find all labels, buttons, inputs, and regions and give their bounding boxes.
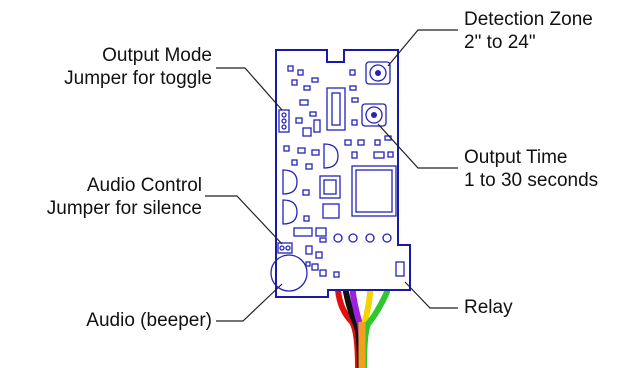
output-time-potentiometer — [361, 103, 387, 127]
label-relay-line1: Relay — [464, 297, 513, 318]
label-audio-control-line2: Jumper for silence — [46, 198, 202, 219]
beeper — [270, 254, 308, 292]
callout-detection-zone — [387, 29, 458, 67]
callout-relay — [404, 281, 458, 309]
wire-bundle — [335, 238, 390, 368]
detection-zone-potentiometer — [365, 61, 391, 85]
callout-audio — [216, 283, 283, 322]
label-output-time-line1: Output Time — [464, 147, 568, 168]
label-detection-zone-line2: 2" to 24" — [464, 32, 536, 53]
audio-control-jumper — [277, 242, 293, 254]
pcb-board-outline — [275, 49, 411, 298]
label-output-time: Output Time 1 to 30 seconds — [464, 146, 598, 192]
callout-output-mode — [216, 67, 283, 111]
relay-module — [351, 165, 397, 217]
label-audio-beeper: Audio (beeper) — [40, 309, 212, 332]
transistors — [282, 143, 339, 225]
label-audio-control-line1: Audio Control — [86, 175, 202, 196]
ic-chip-small — [319, 175, 341, 199]
label-audio-control: Audio Control Jumper for silence — [20, 174, 202, 220]
callout-lines — [205, 29, 458, 322]
output-mode-jumper — [278, 109, 290, 133]
label-output-mode: Output Mode Jumper for toggle — [40, 44, 212, 90]
label-audio-line1: Audio (beeper) — [86, 310, 212, 331]
callout-audio-control — [205, 195, 283, 245]
ic-chip-top — [326, 87, 346, 131]
label-relay: Relay — [464, 296, 513, 319]
label-detection-zone-line1: Detection Zone — [464, 9, 593, 30]
label-output-mode-line2: Jumper for toggle — [64, 68, 212, 89]
label-output-mode-line1: Output Mode — [102, 45, 212, 66]
label-detection-zone: Detection Zone 2" to 24" — [464, 8, 593, 54]
wire-terminal-pads — [333, 233, 392, 243]
callout-output-time — [377, 123, 458, 169]
label-output-time-line2: 1 to 30 seconds — [464, 170, 599, 191]
smd-components — [283, 65, 405, 278]
